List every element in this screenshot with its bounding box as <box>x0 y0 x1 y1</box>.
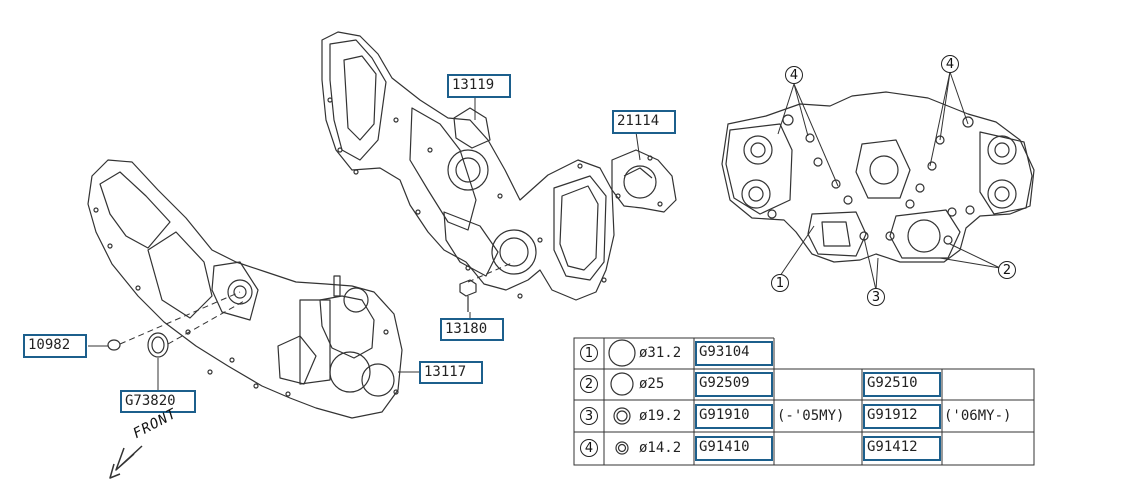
oring-31-icon <box>608 339 636 367</box>
table-row-index: 4 <box>580 439 598 457</box>
table-row-index: 1 <box>580 344 598 362</box>
part-number-G91912[interactable]: G91912 <box>863 404 941 429</box>
part-number-G92510[interactable]: G92510 <box>863 372 941 397</box>
timing-cover-upper-drawing <box>321 31 615 301</box>
oring-25-icon <box>610 372 634 396</box>
ref-circle-3: 3 <box>867 288 885 306</box>
timing-cover-main-drawing <box>87 159 403 419</box>
part-callout-13117[interactable]: 13117 <box>419 361 483 384</box>
part-callout-13119[interactable]: 13119 <box>447 74 511 98</box>
table-row-size: ø25 <box>639 376 665 392</box>
ref-circle-1: 1 <box>771 274 789 292</box>
model-year-note-early: (-'05MY) <box>777 408 845 424</box>
part-callout-10982[interactable]: 10982 <box>23 334 87 358</box>
part-number-G91410[interactable]: G91410 <box>695 436 773 461</box>
bolt-drawing <box>459 279 477 312</box>
table-row-size: ø19.2 <box>639 408 682 424</box>
table-row-index: 2 <box>580 375 598 393</box>
table-row-size: ø14.2 <box>639 440 682 456</box>
part-callout-G73820[interactable]: G73820 <box>120 390 196 413</box>
table-row-index: 3 <box>580 407 598 425</box>
part-number-G91910[interactable]: G91910 <box>695 404 773 429</box>
ref-circle-2: 2 <box>998 261 1016 279</box>
seal-drawing <box>107 332 169 358</box>
part-callout-13180[interactable]: 13180 <box>440 318 504 341</box>
engine-block-drawing <box>721 91 1035 263</box>
part-number-G92509[interactable]: G92509 <box>695 372 773 397</box>
part-callout-21114[interactable]: 21114 <box>612 110 676 134</box>
part-number-G93104[interactable]: G93104 <box>695 341 773 366</box>
oring-table-grid <box>573 337 1035 466</box>
gasket-drawing <box>611 149 677 213</box>
leader-lines <box>88 71 1001 392</box>
oring-icons <box>608 339 636 455</box>
table-row-size: ø31.2 <box>639 345 682 361</box>
oring-14-icon <box>615 441 629 455</box>
oring-19-icon <box>613 407 631 425</box>
part-number-G91412[interactable]: G91412 <box>863 436 941 461</box>
ref-circle-4-right: 4 <box>941 55 959 73</box>
ref-circle-4-left: 4 <box>785 66 803 84</box>
assembly-dashed-lines <box>119 261 515 345</box>
model-year-note-late: ('06MY-) <box>944 408 1012 424</box>
front-arrow-icon <box>109 445 143 479</box>
